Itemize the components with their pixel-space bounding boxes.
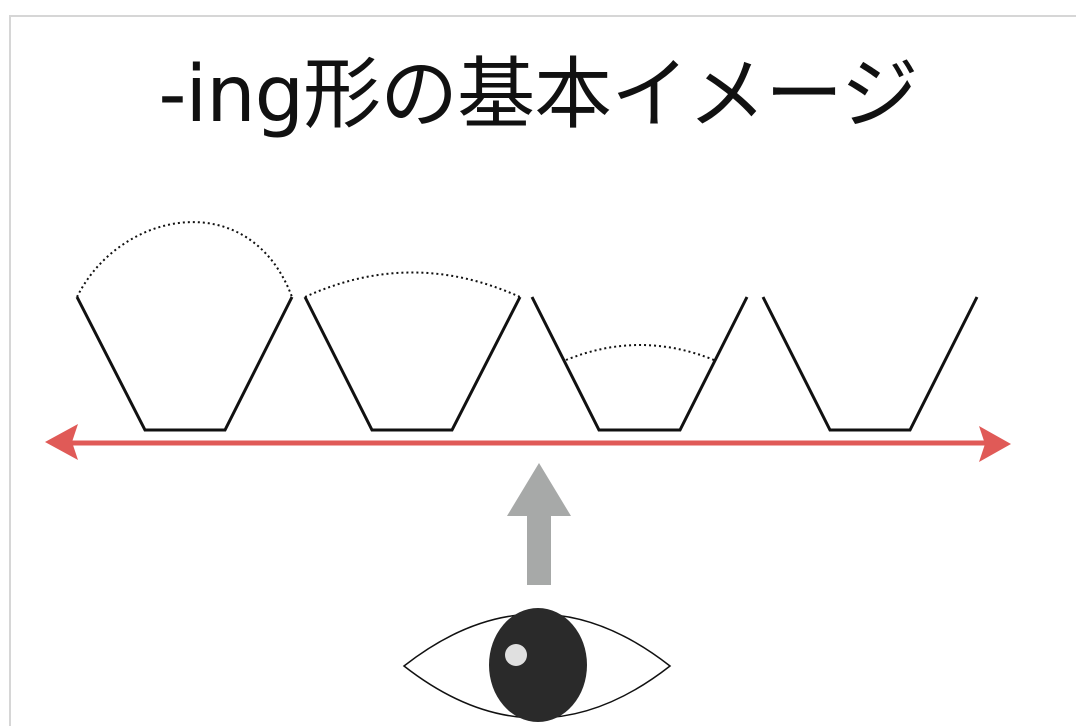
cup-4 xyxy=(761,296,979,432)
timeline-left-head xyxy=(45,424,78,460)
cup-3-outline xyxy=(530,296,749,432)
eye-pupil xyxy=(489,608,587,722)
eye-highlight xyxy=(505,644,527,666)
cup-3-contents-dotted-line xyxy=(565,344,715,361)
cup-4-outline xyxy=(761,296,979,432)
cup-3 xyxy=(530,296,749,432)
slide-frame xyxy=(9,15,1076,726)
up-arrow-head xyxy=(507,463,571,516)
viewpoint-up-arrow-icon xyxy=(507,463,571,585)
slide-title: -ing形の基本イメージ xyxy=(158,50,918,140)
up-arrow-shaft xyxy=(527,510,551,585)
cup-2-contents-dotted-line xyxy=(304,271,521,298)
eye-icon xyxy=(402,608,672,722)
cup-1-contents-dotted-line xyxy=(76,221,293,298)
timeline-arrow-icon xyxy=(45,424,1011,462)
cup-2-outline xyxy=(303,296,522,432)
cup-1 xyxy=(75,221,294,432)
cup-2 xyxy=(303,271,522,432)
timeline-right-head xyxy=(979,426,1011,462)
cup-1-outline xyxy=(75,296,294,432)
